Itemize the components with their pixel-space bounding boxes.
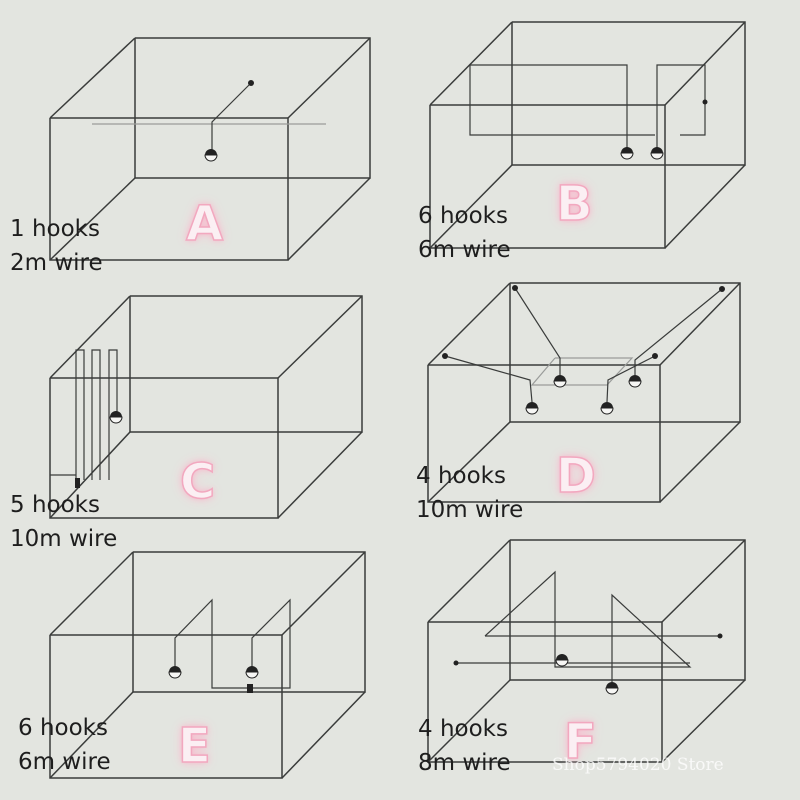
panel-a-hooks: 1 hooks: [10, 216, 100, 242]
panel-c-wire: 10m wire: [10, 526, 118, 552]
panel-f-wire: 8m wire: [418, 750, 511, 776]
panel-e-wire: 6m wire: [18, 749, 111, 775]
panel-a-caption: 1 hooks 2m wire: [10, 212, 103, 280]
panel-f-caption: 4 hooks 8m wire: [418, 712, 511, 780]
panel-e-pendant-lights: [168, 666, 259, 693]
panel-d-letter: D: [555, 448, 596, 504]
panel-e-letter: E: [177, 718, 211, 774]
panel-f-hooks: 4 hooks: [418, 716, 508, 742]
panel-d-wire: 10m wire: [416, 497, 524, 523]
panel-b-wire: 6m wire: [418, 237, 511, 263]
panel-e-hooks: 6 hooks: [18, 715, 108, 741]
panel-b-letter: B: [555, 176, 593, 232]
panel-e-caption: 6 hooks 6m wire: [18, 711, 111, 779]
panel-d-hooks: 4 hooks: [416, 463, 506, 489]
panel-b-pendant-lights: [620, 147, 664, 160]
panel-c-pendant-light: [75, 411, 123, 488]
panel-b-caption: 6 hooks 6m wire: [418, 199, 511, 267]
store-watermark: Shop5794020 Store: [552, 755, 724, 775]
panel-f-pendant-lights: [555, 654, 619, 695]
panel-c-room: [49, 295, 363, 519]
panel-a-pendant-light: [204, 149, 218, 162]
panel-b-hooks: 6 hooks: [418, 203, 508, 229]
panel-c-letter: C: [179, 454, 216, 510]
panel-d-pendant-lights: [525, 375, 642, 415]
panel-a-letter: A: [185, 196, 224, 252]
panel-f-room: [427, 539, 746, 763]
panel-d-room: [427, 282, 741, 503]
panel-c-hooks: 5 hooks: [10, 492, 100, 518]
panel-a-wire: 2m wire: [10, 250, 103, 276]
panel-c-caption: 5 hooks 10m wire: [10, 488, 117, 556]
panel-b-room: [429, 21, 746, 249]
panel-f-letter: F: [563, 714, 597, 770]
panel-d-caption: 4 hooks 10m wire: [416, 459, 523, 527]
panel-a-room: [49, 37, 371, 261]
